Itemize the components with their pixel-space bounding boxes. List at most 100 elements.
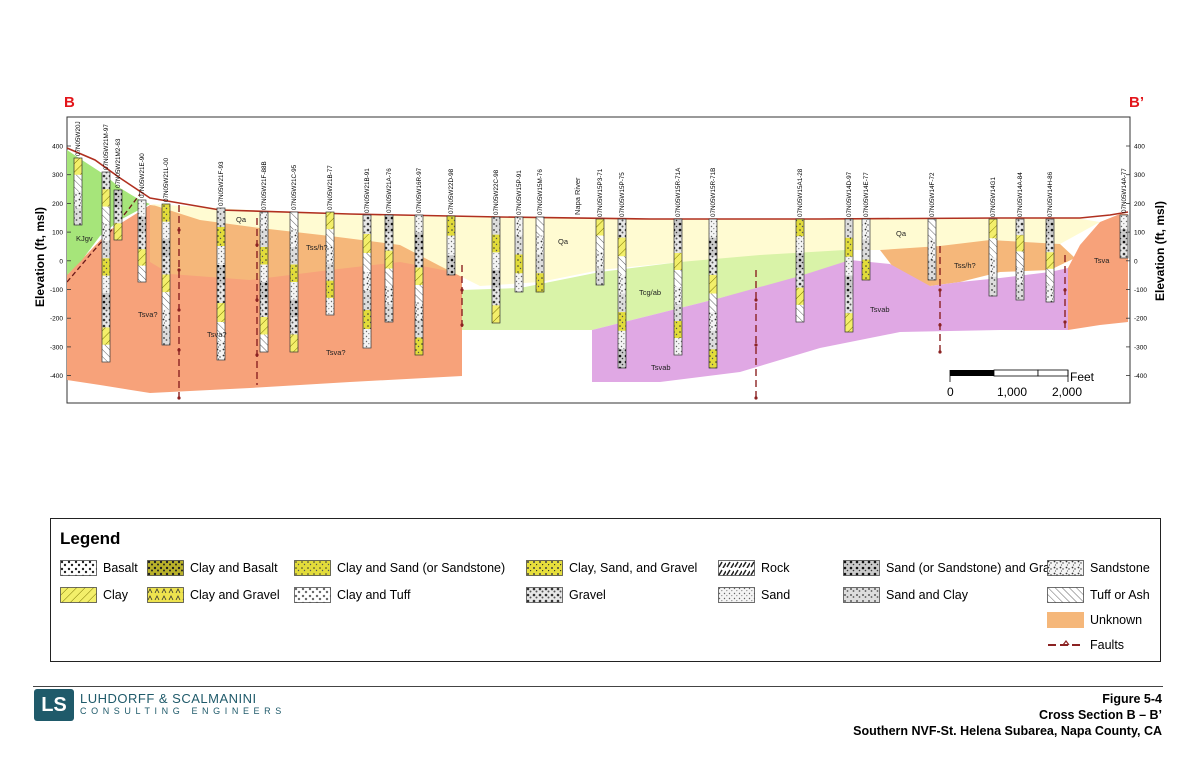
well-07N05W15P-91: 07N05W15P-91 (514, 170, 524, 293)
well-segment (862, 259, 870, 281)
unit-label-qa-mid: Qa (558, 237, 569, 246)
well-segment (385, 304, 393, 323)
legend-label-tuff: Tuff or Ash (1090, 588, 1150, 602)
well-segment (162, 327, 170, 346)
well-segment (1046, 219, 1054, 236)
well-segment (260, 229, 268, 248)
well-outline (595, 218, 605, 286)
legend-swatch-claybasalt (147, 560, 184, 576)
well-segment (845, 256, 853, 276)
well-segment (385, 232, 393, 251)
legend-label-claysandgravel: Clay, Sand, and Gravel (569, 561, 698, 575)
well-segment (102, 275, 110, 294)
legend-item-claygravel: Clay and Gravel (147, 586, 280, 604)
well-segment (1016, 283, 1024, 301)
well-segment (596, 235, 604, 253)
legend-item-rock: Rock (718, 559, 789, 577)
well-segment (515, 217, 523, 237)
well-segment (162, 292, 170, 311)
well-outline (708, 218, 718, 369)
legend-label-claygravel: Clay and Gravel (190, 588, 280, 602)
well-segment (796, 287, 804, 306)
scale-label-1000: 1,000 (997, 385, 1027, 399)
figure-caption: Cross Section B – B’ (1039, 708, 1162, 722)
well-segment (385, 215, 393, 234)
well-segment (492, 287, 500, 306)
well-segment (515, 254, 523, 274)
legend-item-unknown: Unknown (1047, 611, 1142, 629)
well-segment (162, 221, 170, 240)
well-segment (618, 293, 626, 313)
well-07N05W21B-77: 07N05W21B-77 (325, 165, 335, 316)
well-segment (492, 270, 500, 288)
well-segment (709, 237, 717, 257)
well-outline (362, 214, 372, 349)
well-segment (618, 330, 626, 350)
well-segment (363, 272, 371, 292)
figure-number: Figure 5-4 (1102, 692, 1162, 706)
well-segment (674, 219, 682, 237)
well-segment (928, 219, 936, 240)
well-segment (290, 212, 298, 230)
legend-swatch-basalt (60, 560, 97, 576)
unit-label-qa-east: Qa (896, 229, 907, 238)
well-segment (1016, 219, 1024, 236)
well-label: 07N05W14H-86 (1047, 171, 1054, 217)
well-segment (1016, 235, 1024, 252)
well-label: 07N05W22D-98 (448, 168, 455, 214)
well-segment (162, 256, 170, 275)
legend-label-sand: Sand (761, 588, 791, 602)
well-segment (862, 219, 870, 240)
legend-item-claysand: Clay and Sand (or Sandstone) (294, 559, 505, 577)
well-segment (217, 341, 225, 361)
well-segment (363, 329, 371, 349)
legend-label-sandclay: Sand and Clay (886, 588, 969, 602)
well-label: 07N05W15R-71B (710, 168, 717, 217)
y-tick-label-left-6: -200 (50, 316, 63, 323)
well-label: 07N05W21A-76 (386, 168, 393, 213)
legend-label-fault: Faults (1090, 638, 1125, 652)
well-outline (988, 218, 998, 297)
legend: Legend Basalt Clay and Basalt Clay and S… (50, 518, 1161, 662)
y-tick-label-right-4: 0 (1134, 258, 1138, 265)
unit-label-tsvab-2: Tsvab (870, 305, 890, 314)
well-segment (385, 250, 393, 269)
well-segment (447, 216, 455, 236)
well-segment (536, 254, 544, 274)
well-07N05W14F-72: 07N05W14F-72 (927, 172, 937, 281)
well-outline (491, 216, 501, 324)
well-segment (989, 238, 997, 258)
legend-item-claybasalt: Clay and Basalt (147, 559, 278, 577)
well-segment (114, 206, 122, 224)
well-segment (618, 312, 626, 332)
well-segment (260, 317, 268, 335)
well-segment (674, 236, 682, 254)
unit-label-tsva-1: Tsva? (138, 310, 158, 319)
well-segment (492, 217, 500, 235)
legend-label-claysand: Clay and Sand (or Sandstone) (337, 561, 506, 575)
well-segment (74, 191, 82, 209)
well-label: 07N05W16R-97 (416, 167, 423, 213)
well-label: 07N05W14E-77 (863, 172, 870, 217)
unit-tsva-east (1068, 214, 1128, 330)
company-subtitle: CONSULTING ENGINEERS (80, 706, 286, 716)
well-segment (1046, 252, 1054, 270)
well-outline (844, 218, 854, 333)
well-segment (928, 239, 936, 260)
legend-swatch-sandstone (1047, 560, 1084, 576)
well-segment (796, 270, 804, 288)
well-07N05W16R-97: 07N05W16R-97 (414, 167, 424, 356)
well-segment (138, 232, 146, 250)
well-segment (290, 334, 298, 353)
y-tick-label-left-1: 300 (52, 172, 63, 179)
well-label: 07N05W21M-97 (103, 124, 110, 170)
well-segment (1046, 285, 1054, 303)
well-outline (414, 214, 424, 356)
y-tick-label-left-8: -400 (50, 373, 63, 380)
well-segment (674, 321, 682, 339)
well-label: 07N05W21L-00 (163, 157, 170, 202)
well-segment (709, 293, 717, 313)
legend-swatch-fault (1048, 640, 1083, 646)
